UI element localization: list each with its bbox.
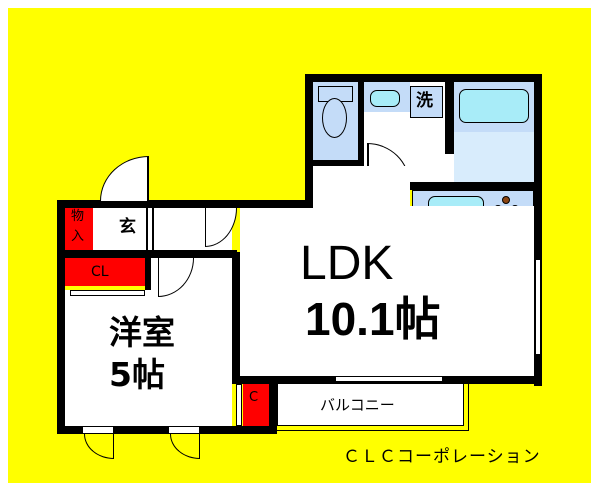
wall bbox=[313, 160, 361, 166]
wall bbox=[358, 82, 364, 186]
company-name: ＣＬＣコーポレーション bbox=[343, 447, 541, 467]
wall bbox=[232, 252, 240, 382]
wall bbox=[57, 200, 313, 208]
wall bbox=[305, 74, 313, 206]
ldk-door[interactable] bbox=[205, 208, 237, 247]
western-room-size: 5帖 bbox=[109, 355, 165, 394]
wall bbox=[57, 426, 275, 434]
wall bbox=[57, 200, 65, 432]
balcony-window[interactable] bbox=[336, 376, 442, 382]
closet-western: CL bbox=[65, 258, 145, 286]
wall bbox=[57, 250, 237, 258]
closet-small: C bbox=[243, 384, 269, 426]
ldk-size: 10.1帖 bbox=[305, 293, 441, 345]
window-door-2[interactable] bbox=[168, 426, 200, 434]
wall bbox=[410, 182, 540, 190]
ldk-room bbox=[240, 206, 534, 378]
wall bbox=[305, 74, 542, 82]
western-room-name: 洋室 bbox=[109, 313, 175, 352]
bathtub bbox=[459, 89, 529, 123]
closet-small-label: C bbox=[249, 390, 259, 405]
laundry-label: 洗 bbox=[416, 91, 433, 111]
closet-doors[interactable] bbox=[70, 290, 145, 296]
balcony-label: バルコニー bbox=[320, 396, 395, 414]
stove-burner bbox=[502, 196, 510, 204]
laundry-space: 洗 bbox=[410, 86, 443, 118]
storage-label-1: 物 bbox=[71, 209, 85, 224]
closet-door[interactable] bbox=[236, 384, 242, 426]
ldk-window[interactable] bbox=[535, 260, 541, 354]
closet-label: CL bbox=[91, 264, 109, 280]
toilet-bowl bbox=[322, 98, 347, 138]
balcony bbox=[277, 384, 464, 426]
divider bbox=[152, 208, 154, 258]
ldk-name: LDK bbox=[300, 237, 394, 290]
storage-closet: 物 入 bbox=[65, 208, 93, 250]
balcony-rail bbox=[277, 430, 469, 431]
western-room bbox=[65, 290, 232, 426]
divider bbox=[146, 208, 148, 258]
wall bbox=[269, 376, 277, 434]
wall bbox=[445, 82, 454, 154]
washbasin bbox=[370, 90, 400, 107]
wall bbox=[534, 74, 542, 386]
storage-label-2: 入 bbox=[71, 229, 85, 244]
window-door-1[interactable] bbox=[82, 426, 114, 434]
wall bbox=[145, 258, 151, 290]
entrance-label: 玄 bbox=[119, 217, 136, 237]
ldk-upper bbox=[313, 166, 410, 206]
balcony-rail bbox=[468, 384, 469, 431]
